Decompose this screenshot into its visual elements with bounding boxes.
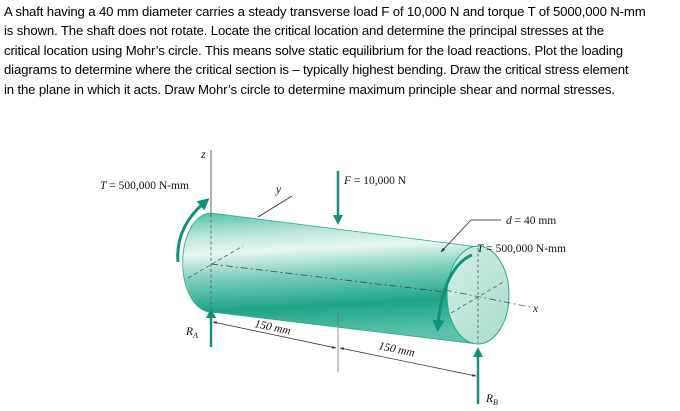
diameter-leader	[440, 219, 501, 253]
problem-line-4: diagrams to determine where the critical…	[4, 62, 629, 78]
force-label: F = 10,000 N	[343, 175, 407, 187]
problem-statement: A shaft having a 40 mm diameter carries …	[4, 2, 676, 99]
left-torque-arrow	[176, 198, 210, 263]
dimension-lines	[212, 312, 477, 377]
diameter-label: d = 40 mm	[506, 215, 556, 227]
problem-line-2: is shown. The shaft does not rotate. Loc…	[4, 23, 604, 39]
y-axis-label: y	[275, 184, 282, 196]
problem-line-3: critical location using Mohr’s circle. T…	[4, 42, 623, 58]
problem-line-5: in the plane in which it acts. Draw Mohr…	[4, 81, 615, 97]
y-axis: y	[257, 184, 293, 218]
reaction-a-label: RA	[185, 326, 198, 340]
reaction-b-label: RB	[485, 393, 498, 407]
problem-line-1: A shaft having a 40 mm diameter carries …	[4, 4, 646, 19]
z-axis: z	[200, 149, 212, 213]
left-torque-label: T = 500,000 N-mm	[100, 180, 189, 192]
x-axis-label: x	[532, 303, 539, 315]
shaft-cylinder	[182, 212, 531, 345]
right-torque-arrow	[432, 253, 473, 332]
z-axis-label: z	[200, 149, 206, 161]
right-torque-label: T = 500,000 N-mm	[477, 243, 566, 255]
